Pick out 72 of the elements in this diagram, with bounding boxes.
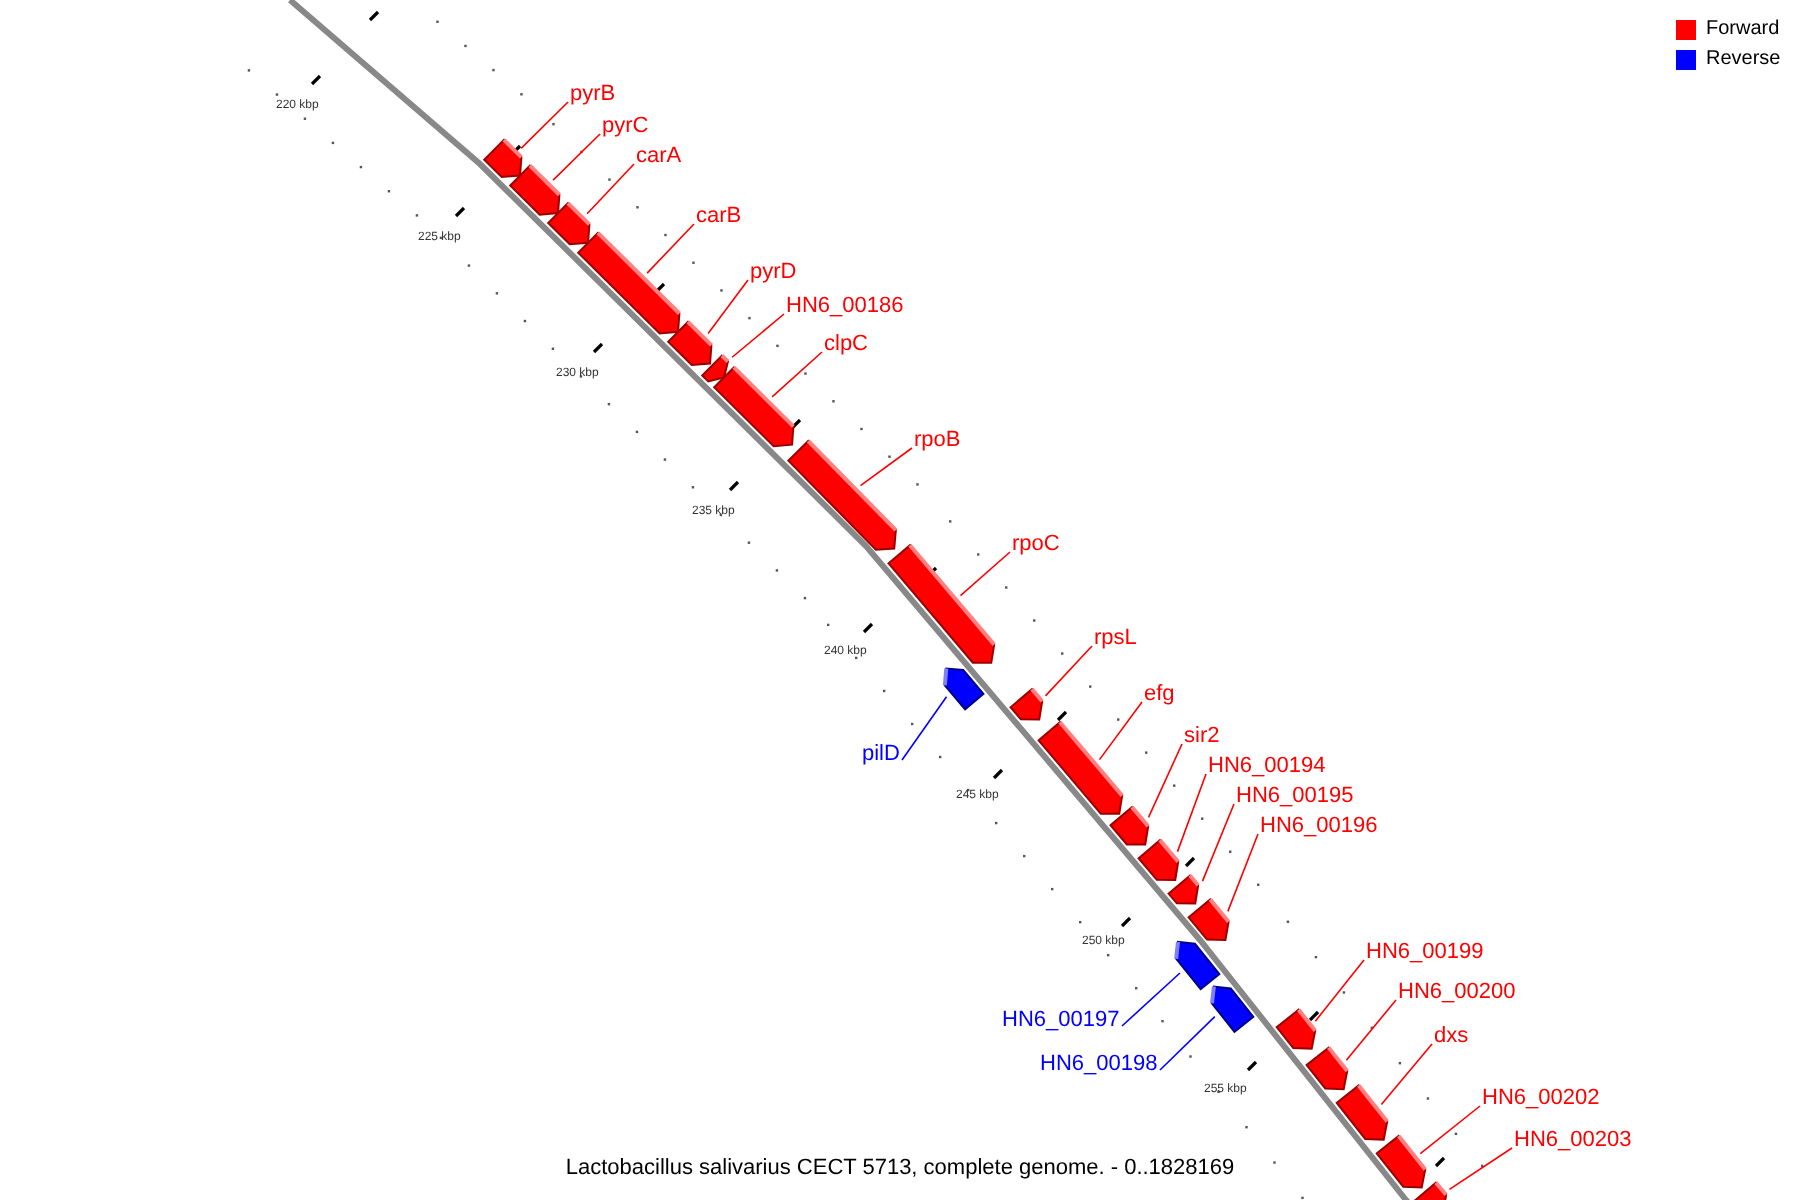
gene-block — [942, 667, 985, 711]
gene-label: HN6_00199 — [1366, 940, 1484, 964]
leader-line — [901, 695, 948, 761]
gene-label: HN6_00197 — [1002, 1008, 1120, 1032]
leader-line — [959, 551, 1011, 597]
gene-block — [1009, 687, 1044, 721]
gene-label: pilD — [862, 742, 900, 766]
leader-line — [707, 279, 749, 335]
gene-label: carA — [636, 144, 682, 168]
gene-label: sir2 — [1184, 724, 1220, 748]
gene-block — [1109, 805, 1150, 846]
gene-label: pyrD — [750, 260, 797, 284]
gene-block — [1174, 940, 1221, 991]
gene-block — [700, 354, 730, 383]
leader-line — [731, 313, 785, 359]
leader-line — [1176, 773, 1207, 853]
gene-label: pyrB — [570, 82, 616, 106]
leader-line — [1201, 803, 1235, 882]
gene-label: rpsL — [1094, 626, 1137, 650]
gene-block — [1037, 720, 1124, 815]
gene-block — [666, 320, 713, 367]
leader-line — [552, 133, 601, 181]
gene-label: HN6_00202 — [1482, 1086, 1600, 1110]
leader-line — [520, 101, 569, 150]
gene-block — [482, 138, 523, 179]
gene-block — [546, 201, 591, 246]
gene-label: HN6_00198 — [1040, 1052, 1158, 1076]
gene-label: dxs — [1434, 1024, 1469, 1048]
leader-line — [1044, 645, 1093, 697]
gene-block — [1187, 898, 1231, 941]
gene-block — [1167, 874, 1200, 905]
gene-label: HN6_00186 — [786, 294, 904, 318]
gene-block — [1335, 1084, 1389, 1141]
gene-block — [887, 543, 996, 664]
gene-block — [1209, 985, 1255, 1034]
gene-label: HN6_00196 — [1260, 814, 1378, 838]
leader-line — [1159, 1015, 1216, 1071]
gene-label: clpC — [824, 332, 869, 356]
leader-line — [1227, 833, 1259, 913]
gene-block — [1305, 1046, 1349, 1091]
gene-label: HN6_00195 — [1236, 784, 1354, 808]
gene-block — [712, 366, 795, 448]
gene-block — [1375, 1134, 1427, 1189]
gene-label: HN6_00194 — [1208, 754, 1326, 778]
leader-line — [1419, 1105, 1481, 1155]
gene-block — [1275, 1008, 1317, 1050]
gene-label: pyrC — [602, 114, 649, 138]
gene-label: HN6_00200 — [1398, 980, 1516, 1004]
legend-label: Reverse — [1706, 48, 1781, 72]
leader-line — [1380, 1043, 1433, 1106]
gene-label: carB — [696, 204, 742, 228]
leader-line — [771, 351, 823, 398]
legend-label: Forward — [1706, 18, 1780, 42]
leader-line — [1448, 1147, 1513, 1191]
gene-block — [786, 439, 898, 551]
gene-label: HN6_00203 — [1514, 1128, 1632, 1152]
gene-block — [576, 231, 681, 335]
caption: Lactobacillus salivarius CECT 5713, complete genome. - 0..1828169 — [563, 1156, 1237, 1180]
gene-label: rpoB — [914, 428, 961, 452]
leader-line — [646, 223, 695, 274]
leader-line — [859, 447, 913, 487]
leader-line — [1098, 701, 1143, 761]
leader-line — [586, 163, 635, 215]
leader-line — [1314, 959, 1365, 1022]
leader-line — [1121, 972, 1181, 1027]
gene-block — [508, 164, 561, 216]
gene-label: rpoC — [1012, 532, 1060, 556]
gene-block — [1137, 838, 1180, 881]
leader-line — [1345, 999, 1397, 1062]
gene-block — [1413, 1181, 1448, 1200]
gene-label: efg — [1144, 682, 1175, 706]
leader-line — [1147, 743, 1183, 819]
